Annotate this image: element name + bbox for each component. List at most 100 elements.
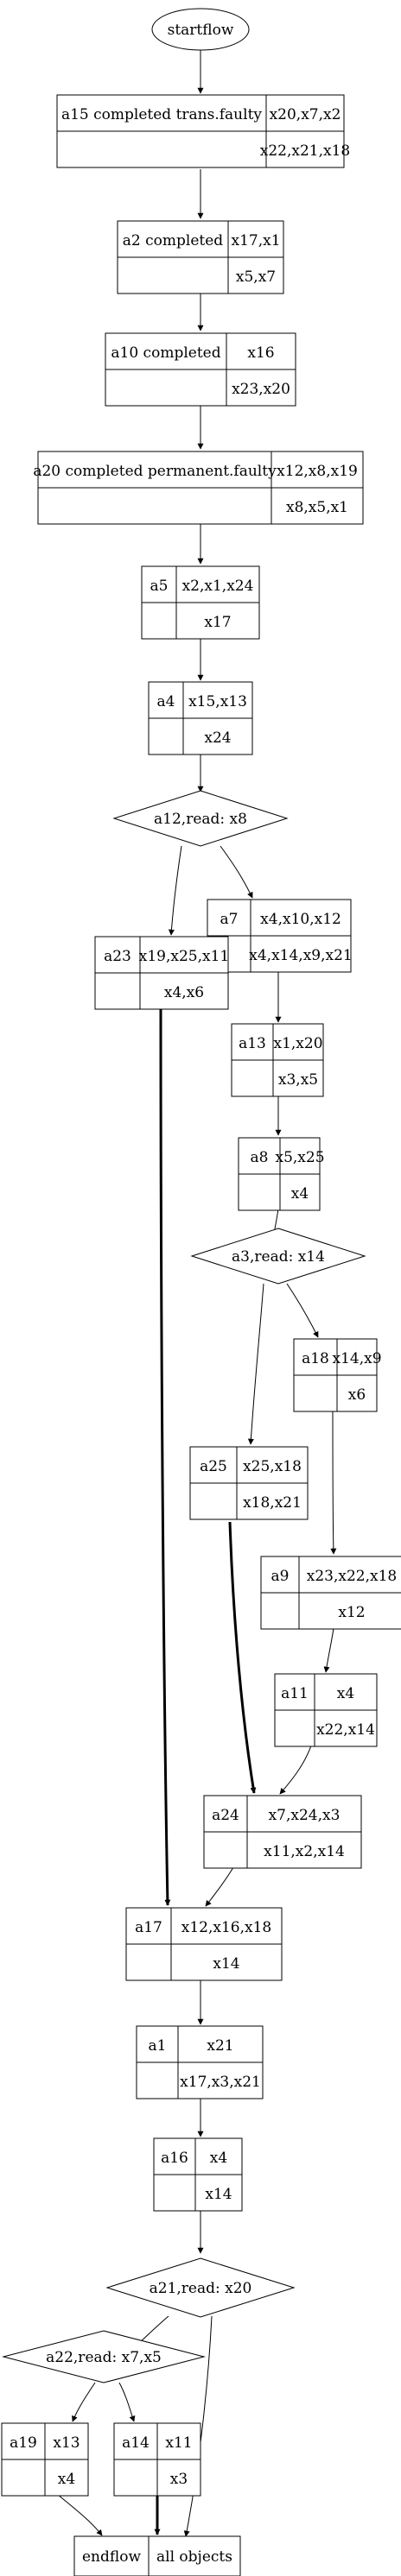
node-label: a20 completed permanent.faulty bbox=[33, 463, 277, 480]
node-label: a7 bbox=[220, 911, 239, 928]
decision-a21: a21,read: x20 bbox=[105, 2257, 296, 2318]
node-top-vars: x14,x9 bbox=[332, 1350, 381, 1367]
node-bottom-vars: x17,x3,x21 bbox=[180, 2074, 261, 2091]
node-bottom-vars: x4,x6 bbox=[164, 984, 204, 1001]
node-top-vars: x4 bbox=[210, 2150, 227, 2167]
node-bottom-vars: x4,x14,x9,x21 bbox=[249, 947, 352, 964]
node-label: a24 bbox=[212, 1807, 239, 1824]
node-a7: a7 x4,x10,x12 x4,x14,x9,x21 bbox=[207, 899, 353, 973]
node-label: a8 bbox=[251, 1149, 269, 1166]
bold-edges bbox=[154, 1007, 257, 2535]
node-bottom-vars: x6 bbox=[348, 1386, 366, 1404]
node-label: a4 bbox=[157, 693, 175, 710]
decision-label: a22,read: x7,x5 bbox=[46, 2349, 162, 2366]
node-top-vars: x25,x18 bbox=[243, 1458, 302, 1475]
node-bottom-vars: x23,x20 bbox=[232, 381, 290, 398]
start-node: startflow bbox=[151, 8, 250, 51]
edge bbox=[279, 1745, 312, 1795]
node-label: a25 bbox=[200, 1458, 227, 1475]
node-top-vars: x21 bbox=[207, 2037, 233, 2055]
node-label: a5 bbox=[150, 578, 169, 595]
node-label: a19 bbox=[10, 2434, 37, 2452]
node-a23: a23 x19,x25,x11 x4,x6 bbox=[94, 936, 229, 1010]
node-bottom-vars: x5,x7 bbox=[236, 268, 276, 286]
node-a5: a5 x2,x1,x24 x17 bbox=[141, 565, 260, 640]
node-label: a13 bbox=[239, 1035, 266, 1052]
node-a16: a16 x4 x14 bbox=[153, 2137, 243, 2212]
node-top-vars: x13 bbox=[53, 2434, 80, 2452]
edge bbox=[159, 1007, 171, 1906]
end-right-label: all objects bbox=[156, 2548, 232, 2566]
node-label: a1 bbox=[149, 2037, 167, 2055]
decision-label: a21,read: x20 bbox=[150, 2280, 252, 2297]
edge bbox=[330, 1409, 337, 1555]
edge bbox=[72, 2382, 96, 2422]
node-bottom-vars: x12 bbox=[338, 1604, 365, 1621]
node-top-vars: x5,x25 bbox=[275, 1149, 324, 1166]
node-top-vars: x20,x7,x2 bbox=[270, 106, 341, 123]
node-a2: a2 completed x17,x1 x5,x7 bbox=[117, 220, 284, 294]
node-top-vars: x12,x8,x19 bbox=[277, 463, 358, 480]
node-bottom-vars: x17 bbox=[204, 614, 231, 631]
node-bottom-vars: x14 bbox=[205, 2186, 232, 2203]
node-label: a9 bbox=[271, 1568, 290, 1585]
decisions: a12,read: x8 a3,read: x14 a21,read: x20 a22… bbox=[2, 790, 366, 2383]
node-bottom-vars: x14 bbox=[213, 1955, 239, 1973]
node-label: a23 bbox=[104, 948, 131, 965]
edge bbox=[286, 1283, 319, 1338]
node-top-vars: x16 bbox=[247, 344, 274, 362]
node-a19: a19 x13 x4 bbox=[1, 2422, 89, 2497]
end-node: endflow all objects bbox=[73, 2535, 241, 2576]
node-a11: a11 x4 x22,x14 bbox=[274, 1673, 378, 1747]
node-top-vars: x19,x25,x11 bbox=[139, 948, 229, 965]
node-a10: a10 completed x16 x23,x20 bbox=[105, 332, 296, 407]
node-top-vars: x4 bbox=[337, 1685, 354, 1702]
node-bottom-vars: x4 bbox=[58, 2471, 75, 2488]
nodes: a15 completed trans.faulty x20,x7,x2 x22,x… bbox=[1, 94, 401, 2497]
node-label: a16 bbox=[161, 2150, 188, 2167]
edge bbox=[205, 1866, 234, 1907]
node-bottom-vars: x22,x21,x18 bbox=[260, 142, 350, 160]
edge bbox=[247, 1283, 264, 1445]
node-a15: a15 completed trans.faulty x20,x7,x2 x22,x… bbox=[56, 94, 350, 168]
node-label: a18 bbox=[302, 1350, 329, 1367]
node-top-vars: x15,x13 bbox=[188, 693, 247, 710]
node-label: a14 bbox=[122, 2434, 150, 2452]
node-label: a2 completed bbox=[123, 232, 224, 249]
edge bbox=[228, 1521, 257, 1794]
node-top-vars: x1,x20 bbox=[273, 1035, 322, 1052]
edge bbox=[183, 2315, 213, 2537]
node-a8: a8 x5,x25 x4 bbox=[238, 1137, 325, 1211]
node-label: a10 completed bbox=[111, 344, 220, 362]
node-top-vars: x7,x24,x3 bbox=[269, 1807, 341, 1824]
start-label: startflow bbox=[168, 22, 234, 39]
decision-a22: a22,read: x7,x5 bbox=[2, 2330, 206, 2383]
edge bbox=[118, 2382, 136, 2422]
node-bottom-vars: x22,x14 bbox=[316, 1721, 375, 1739]
node-bottom-vars: x8,x5,x1 bbox=[286, 499, 348, 516]
edge bbox=[56, 2493, 103, 2536]
node-top-vars: x2,x1,x24 bbox=[182, 578, 254, 595]
node-label: a15 completed trans.faulty bbox=[61, 106, 262, 123]
node-top-vars: x17,x1 bbox=[231, 232, 280, 249]
node-bottom-vars: x4 bbox=[291, 1185, 309, 1203]
edge bbox=[323, 1627, 334, 1673]
node-label: a11 bbox=[281, 1685, 309, 1702]
decision-a12: a12,read: x8 bbox=[112, 790, 289, 847]
node-top-vars: x23,x22,x18 bbox=[307, 1568, 397, 1585]
end-left-label: endflow bbox=[82, 2548, 141, 2566]
decision-label: a3,read: x14 bbox=[232, 1248, 325, 1266]
node-top-vars: x12,x16,x18 bbox=[181, 1919, 271, 1936]
node-top-vars: x4,x10,x12 bbox=[260, 911, 341, 928]
edge bbox=[168, 845, 182, 936]
decision-label: a12,read: x8 bbox=[154, 811, 247, 828]
node-bottom-vars: x3 bbox=[170, 2471, 188, 2488]
